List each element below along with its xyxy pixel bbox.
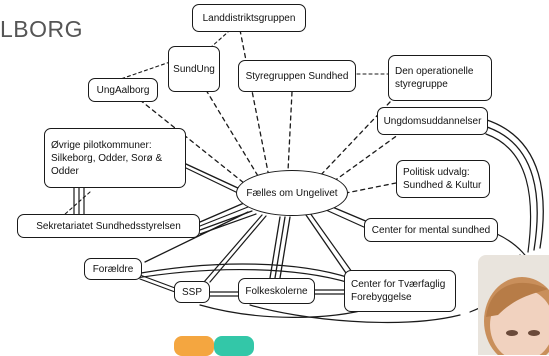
node-ungdomsuddannelser: Ungdomsuddannelser <box>377 107 488 135</box>
teal-shape <box>214 336 254 356</box>
link-politisk <box>345 182 397 194</box>
orange-shape <box>174 336 214 356</box>
link-sundung-landdistrikt <box>209 31 229 49</box>
link-landdistrikt <box>239 29 269 173</box>
link-tvaer-b <box>309 212 353 273</box>
node-center-for-mental-sundhed: Center for mental sundhed <box>364 218 498 242</box>
node-label: SSP <box>181 286 202 298</box>
node-label: Landdistriktsgruppen <box>202 12 296 24</box>
node-label: Folkeskolerne <box>245 285 308 297</box>
link-sekretariat-b <box>199 206 249 227</box>
link-folk-a <box>269 216 281 279</box>
node-ungaalborg: UngAalborg <box>88 78 158 102</box>
link-folk-b <box>274 216 286 279</box>
link-ungdomsudd <box>329 131 403 185</box>
node-sundung: SundUng <box>168 46 220 92</box>
node-sekretariatet-sundhedsstyrelsen: Sekretariatet Sundhedsstyrelsen <box>17 214 200 238</box>
node-label: Øvrige pilotkommuner: Silkeborg, Odder, … <box>51 139 163 177</box>
node-label: Sekretariatet Sundhedsstyrelsen <box>36 220 181 232</box>
node-landdistriktsgruppen: Landdistriktsgruppen <box>192 4 306 32</box>
presenter-photo <box>478 255 549 355</box>
link-sundung <box>205 89 259 177</box>
link-ssp-b <box>209 215 267 283</box>
link-ungaalborg <box>139 99 245 184</box>
node-label: Den operationelle styregruppe <box>395 66 474 90</box>
node-folkeskolerne: Folkeskolerne <box>238 278 315 304</box>
node-oevrige-pilotkommuner: Øvrige pilotkommuner: Silkeborg, Odder, … <box>44 128 186 188</box>
link-mental-b <box>325 209 367 229</box>
center-label: Fælles om Ungelivet <box>246 187 338 199</box>
node-label: Styregruppen Sundhed <box>245 70 349 82</box>
node-ssp: SSP <box>174 281 210 303</box>
node-faelles-om-ungelivet: Fælles om Ungelivet <box>236 170 348 216</box>
link-styregruppen <box>287 91 293 172</box>
link-mental-a <box>329 205 369 223</box>
node-operationelle-styregruppe: Den operationelle styregruppe <box>388 55 492 101</box>
link-sekretariat-a <box>199 202 245 223</box>
node-styregruppen-sundhed: Styregruppen Sundhed <box>238 60 356 92</box>
node-center-for-tvaerfaglig-forebyggelse: Center for Tværfaglig Forebyggelse <box>344 270 456 312</box>
node-label: Forældre <box>92 263 134 275</box>
node-label: SundUng <box>173 63 215 75</box>
node-politisk-udvalg: Politisk udvalg: Sundhed & Kultur <box>396 160 490 198</box>
node-foraeldre: Forældre <box>84 258 142 280</box>
link-pilot <box>185 163 241 190</box>
page-title: LBORG <box>0 16 84 42</box>
node-label: Center for Tværfaglig Forebyggelse <box>351 279 446 303</box>
node-label: UngAalborg <box>96 84 150 96</box>
link-tvaer-a <box>305 214 349 277</box>
node-label: Politisk udvalg: Sundhed & Kultur <box>403 167 482 191</box>
link-pilot-left <box>63 191 91 216</box>
link-ssp-a <box>203 214 263 283</box>
node-label: Center for mental sundhed <box>371 224 491 236</box>
node-label: Ungdomsuddannelser <box>383 115 482 127</box>
link-folk-c <box>279 216 291 279</box>
link-pilot-b <box>185 167 241 195</box>
